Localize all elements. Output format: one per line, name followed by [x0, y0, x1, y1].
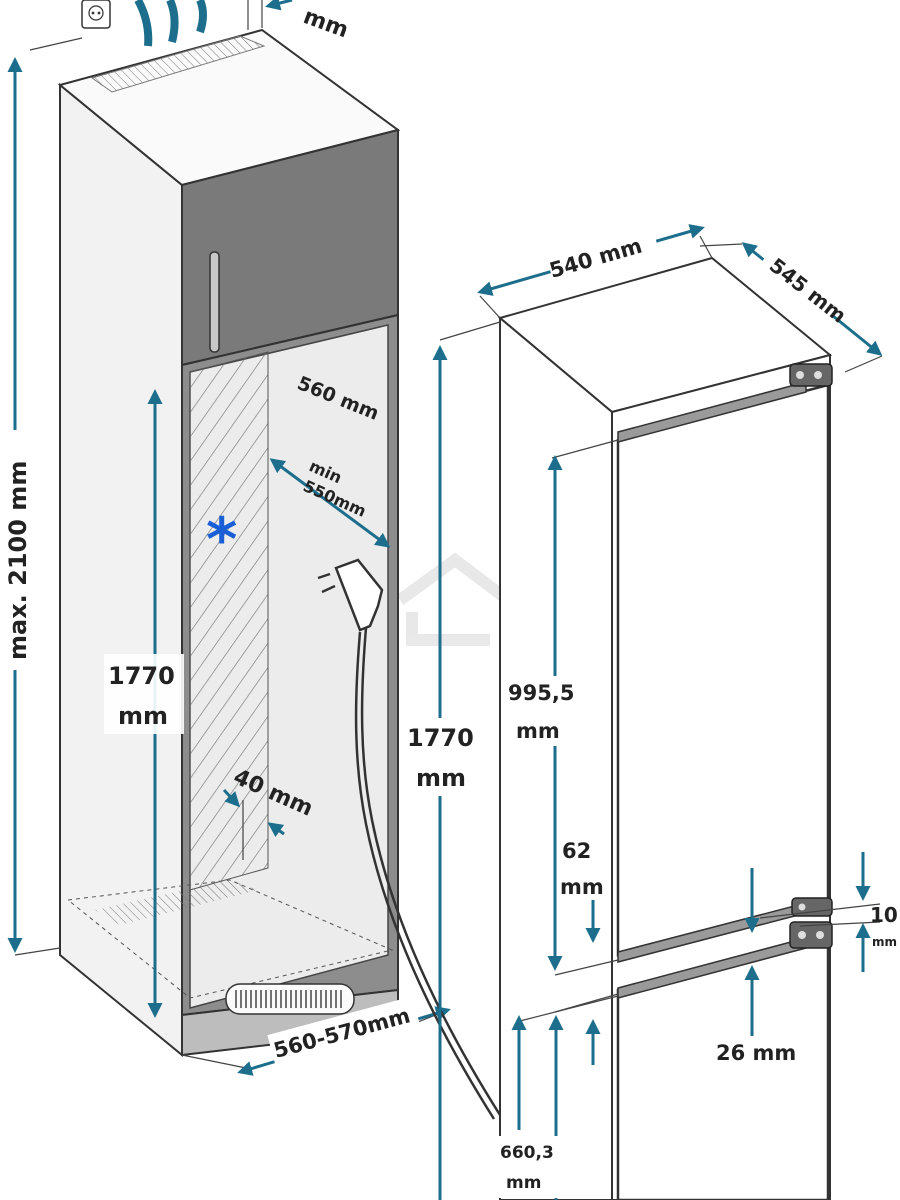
gap-unit: mm — [560, 875, 604, 899]
lower-hinge — [789, 921, 833, 949]
niche-height-value: 1770 — [108, 662, 175, 690]
top-dimension-unit: mm — [300, 4, 352, 43]
upper-door-height-value: 995,5 — [508, 681, 574, 705]
house-watermark-icon — [396, 552, 512, 646]
appliance-height-unit: mm — [416, 764, 466, 792]
upper-door-rail — [617, 381, 807, 443]
fridge-upper-door — [616, 383, 830, 957]
niche-height-unit: mm — [118, 702, 168, 730]
middle-hinge — [791, 897, 833, 917]
power-cable — [360, 627, 502, 1116]
ventilation-grille — [225, 983, 355, 1015]
power-plug-icon — [317, 558, 384, 632]
snowflake-icon: * — [206, 505, 237, 575]
hinge-offset-value: 10 — [870, 903, 898, 927]
bottom-gap-label: 26 mm — [716, 1041, 796, 1065]
hinge-offset-unit: mm — [872, 935, 897, 949]
airflow-arrows — [134, 0, 207, 47]
floor-hatch — [95, 880, 258, 925]
top-hinge — [789, 363, 833, 387]
door-handle — [209, 251, 220, 353]
max-height-label: max. 2100 mm — [4, 461, 32, 660]
floor-outline — [66, 879, 394, 999]
power-socket-icon — [81, 0, 111, 29]
top-vent-hatch — [90, 35, 266, 93]
lower-door-height-value: 660,3 — [500, 1143, 554, 1163]
upper-door-height-unit: mm — [516, 719, 560, 743]
lower-door-height-unit: mm — [506, 1173, 541, 1193]
appliance-height-value: 1770 — [407, 724, 474, 752]
rear-ventilation-hatch — [189, 351, 269, 891]
gap-value: 62 — [562, 839, 591, 863]
